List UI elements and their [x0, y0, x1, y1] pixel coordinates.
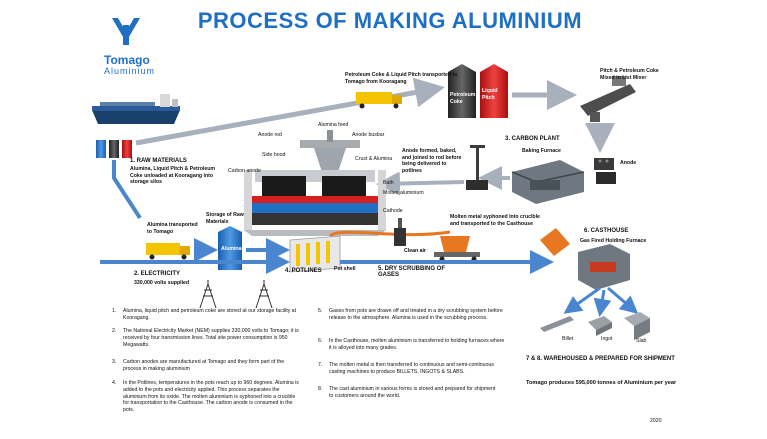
molten-siphon-label: Molten metal syphoned into crucible and …: [450, 214, 540, 227]
coke-pitch-label: Petroleum Coke & Liquid Pitch transporte…: [345, 72, 458, 85]
baking-furnace-label: Baking Furnace: [522, 148, 561, 154]
to-slab-arrow: [607, 286, 639, 314]
potlines-heading: 4. POTLINES: [285, 268, 322, 274]
note-text: The molten metal is then transferred to …: [329, 362, 494, 375]
clean-air-label: Clean air: [404, 248, 426, 254]
volts-label: 330,000 volts supplied: [134, 280, 190, 286]
dry-scrubber-icon: [394, 218, 406, 246]
to-ingot-arrow: [593, 289, 612, 317]
reduction-cell-icon: [244, 130, 386, 236]
transmission-tower-icon: [199, 280, 273, 309]
to-billet-arrow: [563, 286, 601, 314]
ingot-icon: [588, 316, 612, 336]
anode-rod-assembly-icon: [466, 145, 488, 190]
ship-icon: [92, 94, 180, 124]
slab-icon: [624, 312, 650, 340]
alumina-feed-label: Alumina feed: [318, 122, 349, 128]
mixer-icon: [580, 76, 636, 122]
note-text: In the Casthouse, molten aluminium is tr…: [329, 338, 505, 351]
note-number: 7.: [318, 362, 323, 368]
silo-down-arrow: [112, 160, 142, 220]
carbon-plant-heading: 3. CARBON PLANT: [505, 136, 560, 142]
note-number: 6.: [318, 338, 323, 344]
logo-name: Tomago: [104, 53, 150, 67]
coke-pitch-tanks-icon: [448, 64, 508, 118]
raw-materials-desc: Alumina, Liquid Pitch & Petroleum Coke u…: [130, 166, 216, 185]
casthouse-heading: 6. CASTHOUSE: [584, 228, 629, 234]
raw-materials-heading: 1. RAW MATERIALS: [130, 158, 187, 164]
side-hood-label: Side hood: [262, 152, 286, 158]
rod-to-pot-arrow: [376, 171, 465, 196]
billet-label: Billet: [562, 336, 574, 342]
molten-label: Molten aluminium: [383, 190, 424, 196]
anode-blocks-icon: [594, 158, 616, 184]
pot-shell-label: Pot shell: [334, 266, 356, 272]
cathode-label: Cathode: [383, 208, 403, 214]
molten-pipe: [328, 230, 451, 238]
tomago-logo: [112, 18, 140, 45]
casthouse-crucible-icon: [540, 228, 570, 256]
year-label: 2020: [650, 418, 662, 424]
note-text: Gases from pots are drawn off and treate…: [329, 308, 503, 321]
note-number: 5.: [318, 308, 323, 314]
ingot-label: Ingot: [601, 336, 613, 342]
raw-material-silos-icon: [96, 140, 132, 158]
anode-formed-label: Anode formed, baked, and joined to rod b…: [402, 148, 462, 174]
silo-label: Alumina: [221, 246, 242, 252]
baking-furnace-icon: [511, 160, 585, 204]
note-number: 3.: [112, 359, 117, 365]
bath-label: Bath: [383, 180, 394, 186]
carbon-anode-label: Carbon anode: [228, 168, 261, 174]
anode-busbar-label: Anode busbar: [352, 132, 385, 138]
gas-furnace-label: Gas Fired Holding Furnace: [580, 238, 647, 244]
warehouse-heading: 7 & 8. WAREHOUSED & PREPARED FOR SHIPMEN…: [526, 356, 675, 362]
dry-scrubbing-heading: 5. DRY SCRUBBING OF GASES: [378, 266, 446, 278]
logo-sub: Aluminium: [104, 66, 156, 76]
coke-truck-icon: [356, 92, 402, 109]
note-number: 8.: [318, 386, 323, 392]
note-number: 1.: [112, 308, 117, 314]
anode-rod-label: Anode rod: [258, 132, 282, 138]
crucible-truck-icon: [434, 236, 480, 262]
note-number: 4.: [112, 380, 117, 386]
mixer-label: Pitch & Petroleum Coke Mixed in List Mix…: [600, 68, 659, 81]
note-number: 2.: [112, 328, 117, 334]
crust-label: Crust & Alumina: [355, 156, 393, 162]
page-title: PROCESS OF MAKING ALUMINIUM: [197, 8, 583, 33]
alumina-storage-silo-icon: [218, 226, 242, 270]
coke-tank-label: Petroleum Coke: [450, 92, 476, 105]
note-text: The National Electricity Market (NEM) su…: [123, 328, 299, 348]
electricity-heading: 2. ELECTRICITY: [134, 271, 181, 277]
holding-furnace-icon: [578, 244, 630, 290]
alumina-transported-label: Alumina transported to Tomago: [147, 222, 198, 235]
storage-label: Storage of Raw Materials: [206, 212, 244, 225]
note-text: Alumina, liquid pitch and petroleum coke…: [123, 308, 297, 321]
note-text: In the Potlines, temperatures in the pot…: [123, 380, 299, 413]
billet-icon: [540, 316, 574, 332]
potline-building-icon: [289, 235, 341, 273]
anode-label: Anode: [620, 160, 637, 166]
production-label: Tomago produces 595,000 tonnes of Alumin…: [526, 380, 677, 386]
alumina-truck-icon: [146, 243, 190, 260]
pitch-tank-label: Liquid Pitch: [482, 88, 498, 101]
note-text: Carbon anodes are manufactured at Tomago…: [123, 359, 285, 372]
note-text: The cast aluminium in various forms is s…: [329, 386, 496, 399]
slab-label: Slab: [636, 338, 647, 344]
